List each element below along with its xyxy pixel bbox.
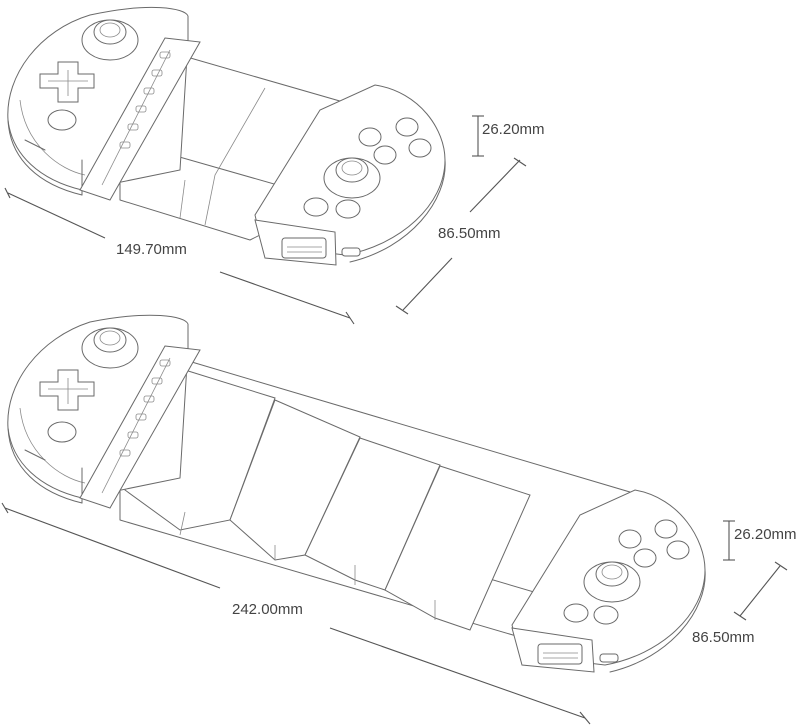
depth-label-bottom: 86.50mm <box>692 629 755 646</box>
controller-extended <box>7 314 706 673</box>
height-label-bottom: 26.20mm <box>734 526 797 543</box>
bridge-extended <box>119 359 641 641</box>
right-grip-collapsed <box>254 84 446 266</box>
dimension-lines-top <box>4 115 527 325</box>
left-grip-extended <box>7 314 201 509</box>
width-label-bottom: 242.00mm <box>232 601 303 618</box>
depth-label-top: 86.50mm <box>438 225 501 242</box>
left-grip-collapsed <box>7 6 201 201</box>
height-label-top: 26.20mm <box>482 121 545 138</box>
right-grip-extended <box>511 489 706 673</box>
width-label-top: 149.70mm <box>116 241 187 258</box>
controller-collapsed <box>7 6 446 266</box>
dimension-lines-bottom <box>1 502 788 725</box>
